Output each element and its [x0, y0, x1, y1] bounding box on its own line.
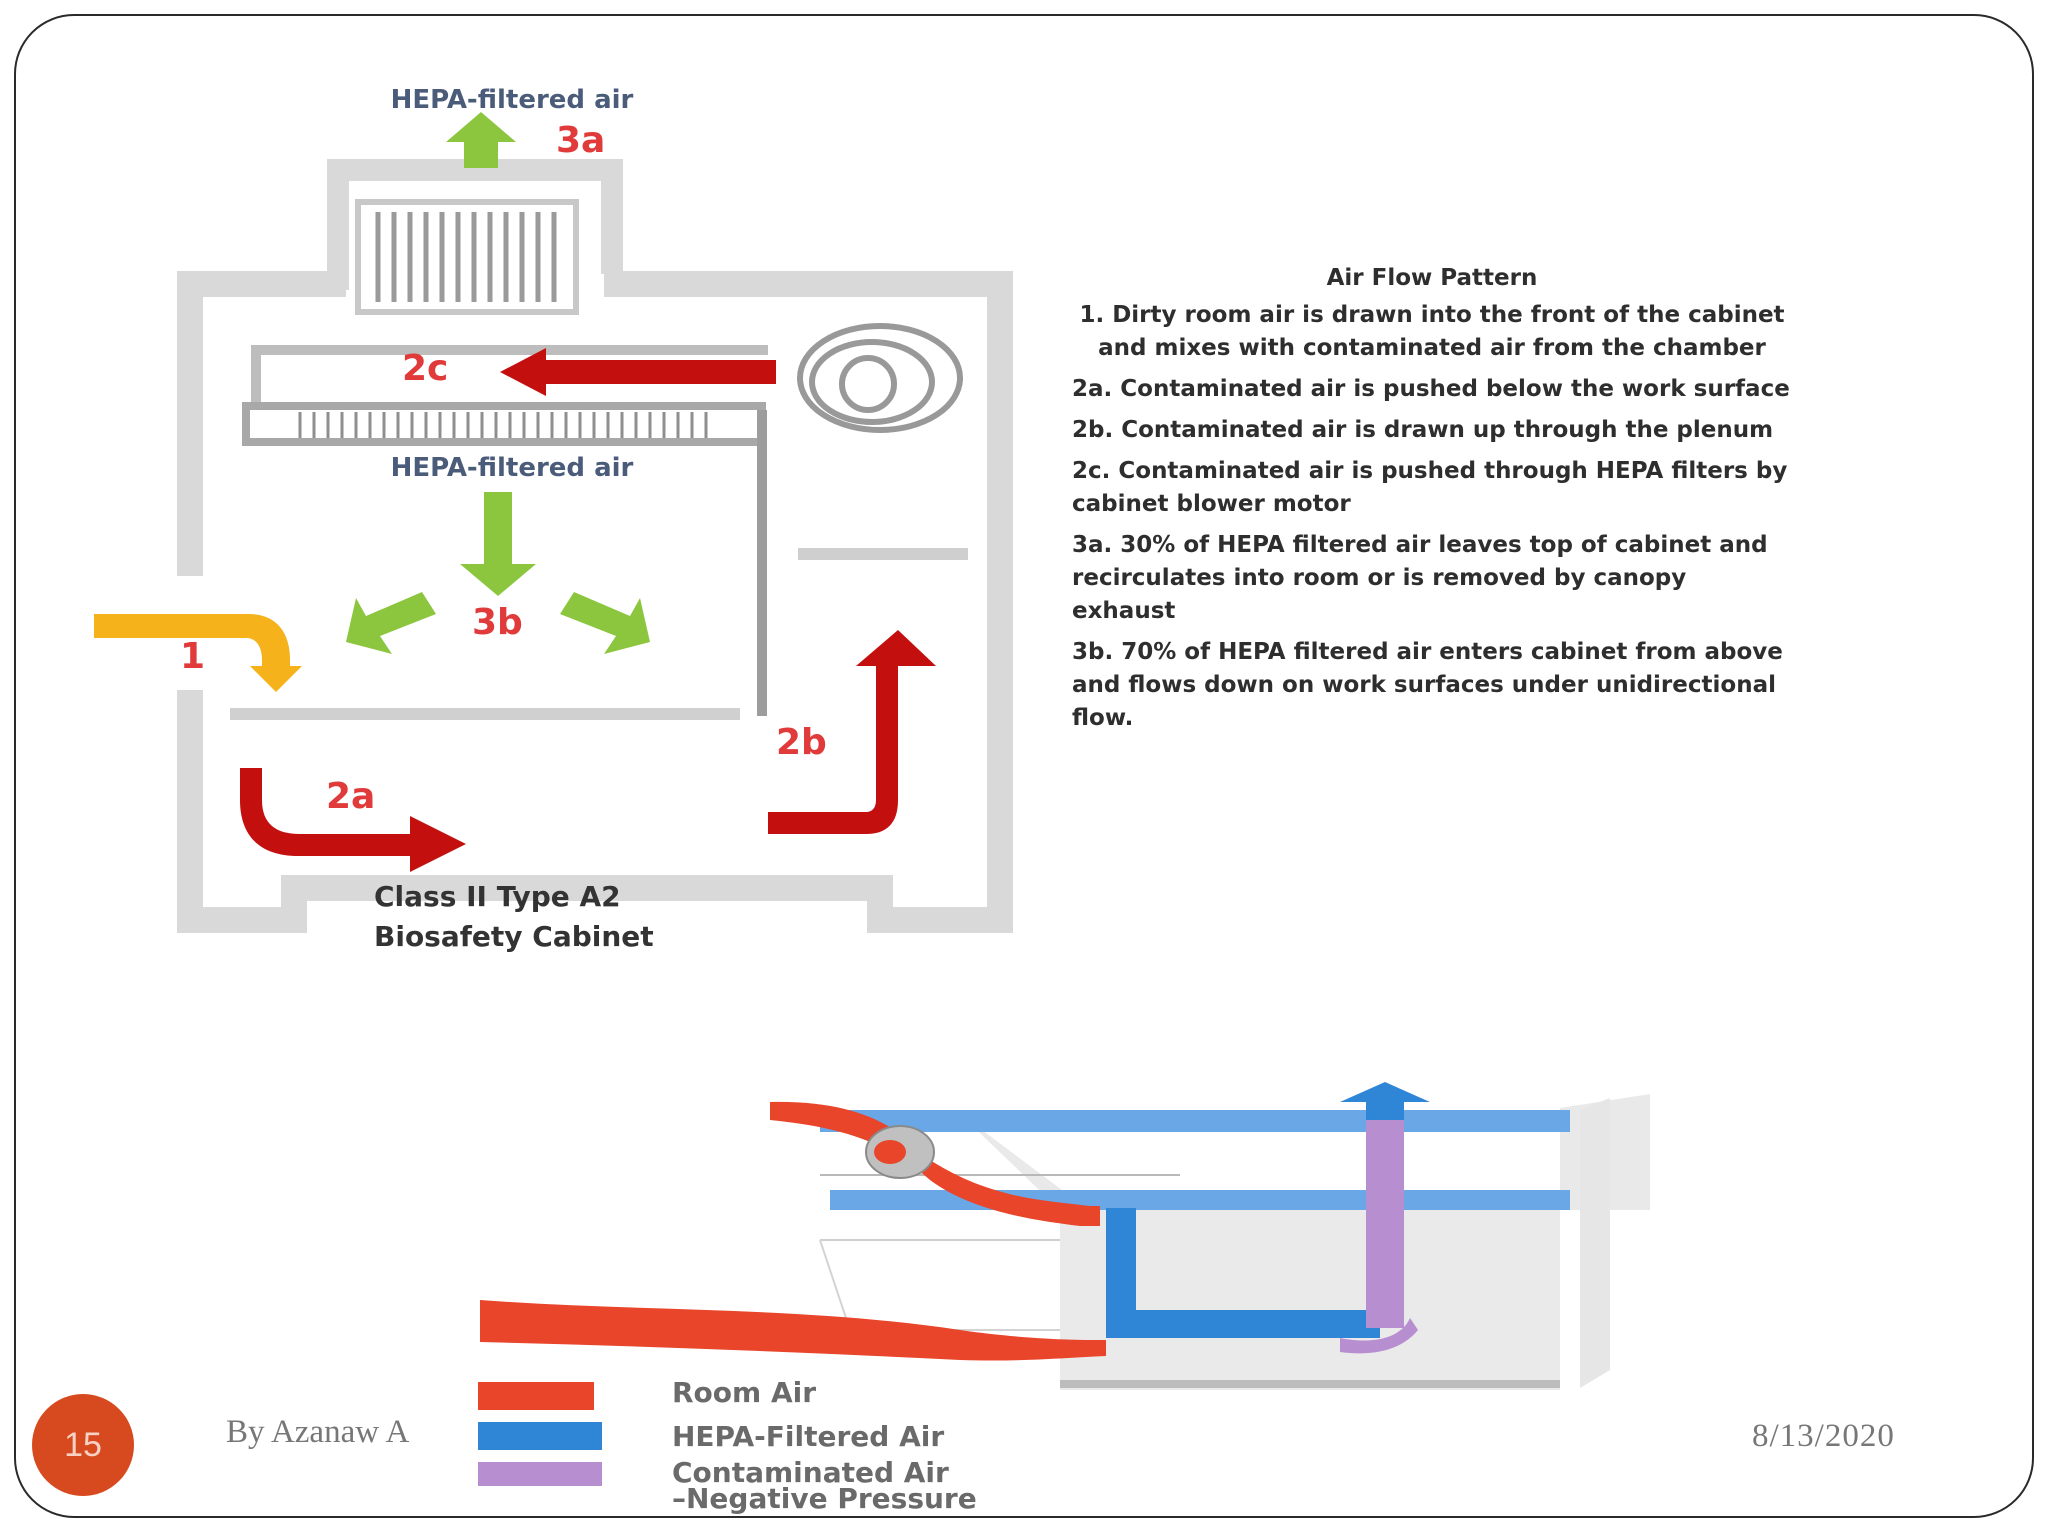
room-air-lower-stream	[480, 1300, 1106, 1361]
arrow-3a	[446, 112, 516, 168]
red-arrows	[240, 348, 936, 872]
top-hepa-filter	[355, 199, 579, 315]
top-blue-panel	[820, 1110, 1570, 1132]
sash-line-2	[819, 1239, 851, 1331]
exhaust-column-top	[1366, 1100, 1404, 1120]
label-2a: 2a	[326, 776, 375, 817]
airflow-pattern-text: Air Flow Pattern 1. Dirty room air is dr…	[1072, 262, 1792, 743]
legend-room-air: Room Air	[672, 1376, 816, 1409]
airflow-item-3b: 3b. 70% of HEPA filtered air enters cabi…	[1072, 639, 1783, 731]
top-housing	[327, 159, 623, 290]
hepa-flow-down	[1106, 1208, 1136, 1326]
legend-swatch-contaminated	[478, 1462, 602, 1486]
blower-drum-inner	[874, 1140, 906, 1164]
contaminated-return	[1340, 1318, 1418, 1354]
room-air-upper-stream	[770, 1101, 1100, 1226]
legend-swatch-room-air	[478, 1382, 594, 1410]
green-arrows	[346, 112, 650, 654]
inner-hepa-label: HEPA-filtered air	[391, 453, 634, 483]
arrow-3b-down	[460, 492, 536, 596]
airflow-item-1: 1. Dirty room air is drawn into the fron…	[1079, 302, 1785, 361]
label-3a: 3a	[556, 120, 605, 161]
footer-author: By Azanaw A	[226, 1414, 410, 1450]
top-filter-pleats	[375, 212, 557, 302]
cabinet-airflow-illustration: Room Air HEPA-Filtered Air Contaminated …	[478, 1082, 1650, 1515]
inner-plenum-top	[251, 345, 768, 412]
arrow-2a	[240, 768, 466, 872]
cabinet-interior	[1060, 1210, 1560, 1390]
label-3b: 3b	[472, 602, 523, 643]
airflow-item-2c: 2c. Contaminated air is pushed through H…	[1072, 458, 1788, 517]
contaminated-column	[1366, 1108, 1404, 1328]
cabinet-side	[1580, 1098, 1610, 1388]
legend-contaminated-line1: Contaminated Air	[672, 1456, 949, 1489]
airflow-item-2a: 2a. Contaminated air is pushed below the…	[1072, 376, 1790, 402]
slide-frame	[14, 14, 2034, 1518]
slide-number-badge: 15	[32, 1394, 134, 1496]
arrow-3b-right	[560, 592, 650, 654]
biosafety-cabinet-schematic: HEPA-filtered air 3a 2c HEPA-filtered ai…	[94, 85, 1013, 953]
middle-blue-panel	[830, 1190, 1570, 1210]
label-2c: 2c	[402, 348, 448, 389]
blower-motor-icon	[797, 323, 963, 433]
exhaust-arrow	[1340, 1082, 1430, 1102]
airflow-item-2b: 2b. Contaminated air is drawn up through…	[1072, 417, 1774, 443]
arrow-2c	[500, 348, 776, 396]
legend-hepa: HEPA-Filtered Air	[672, 1420, 944, 1453]
legend-contaminated-line2: –Negative Pressure	[672, 1482, 977, 1515]
inner-filter-pleats	[298, 412, 708, 438]
label-1: 1	[180, 636, 205, 677]
airflow-title: Air Flow Pattern	[1326, 265, 1538, 291]
cabinet-base-edge	[1060, 1380, 1560, 1388]
cabinet-caption-line2: Biosafety Cabinet	[374, 920, 654, 953]
cabinet-caption-line1: Class II Type A2	[374, 880, 621, 913]
footer-date: 8/13/2020	[1752, 1418, 1895, 1454]
airflow-item-3a: 3a. 30% of HEPA filtered air leaves top …	[1072, 532, 1768, 624]
arrow-1	[94, 614, 302, 692]
inner-hepa-filter	[242, 402, 766, 446]
legend-swatch-hepa	[478, 1422, 602, 1450]
arrow-2b	[768, 630, 936, 834]
cabinet-outer-wall	[177, 271, 1013, 933]
top-hepa-label: HEPA-filtered air	[391, 85, 634, 115]
label-2b: 2b	[776, 722, 827, 763]
arrow-3b-left	[346, 592, 436, 654]
